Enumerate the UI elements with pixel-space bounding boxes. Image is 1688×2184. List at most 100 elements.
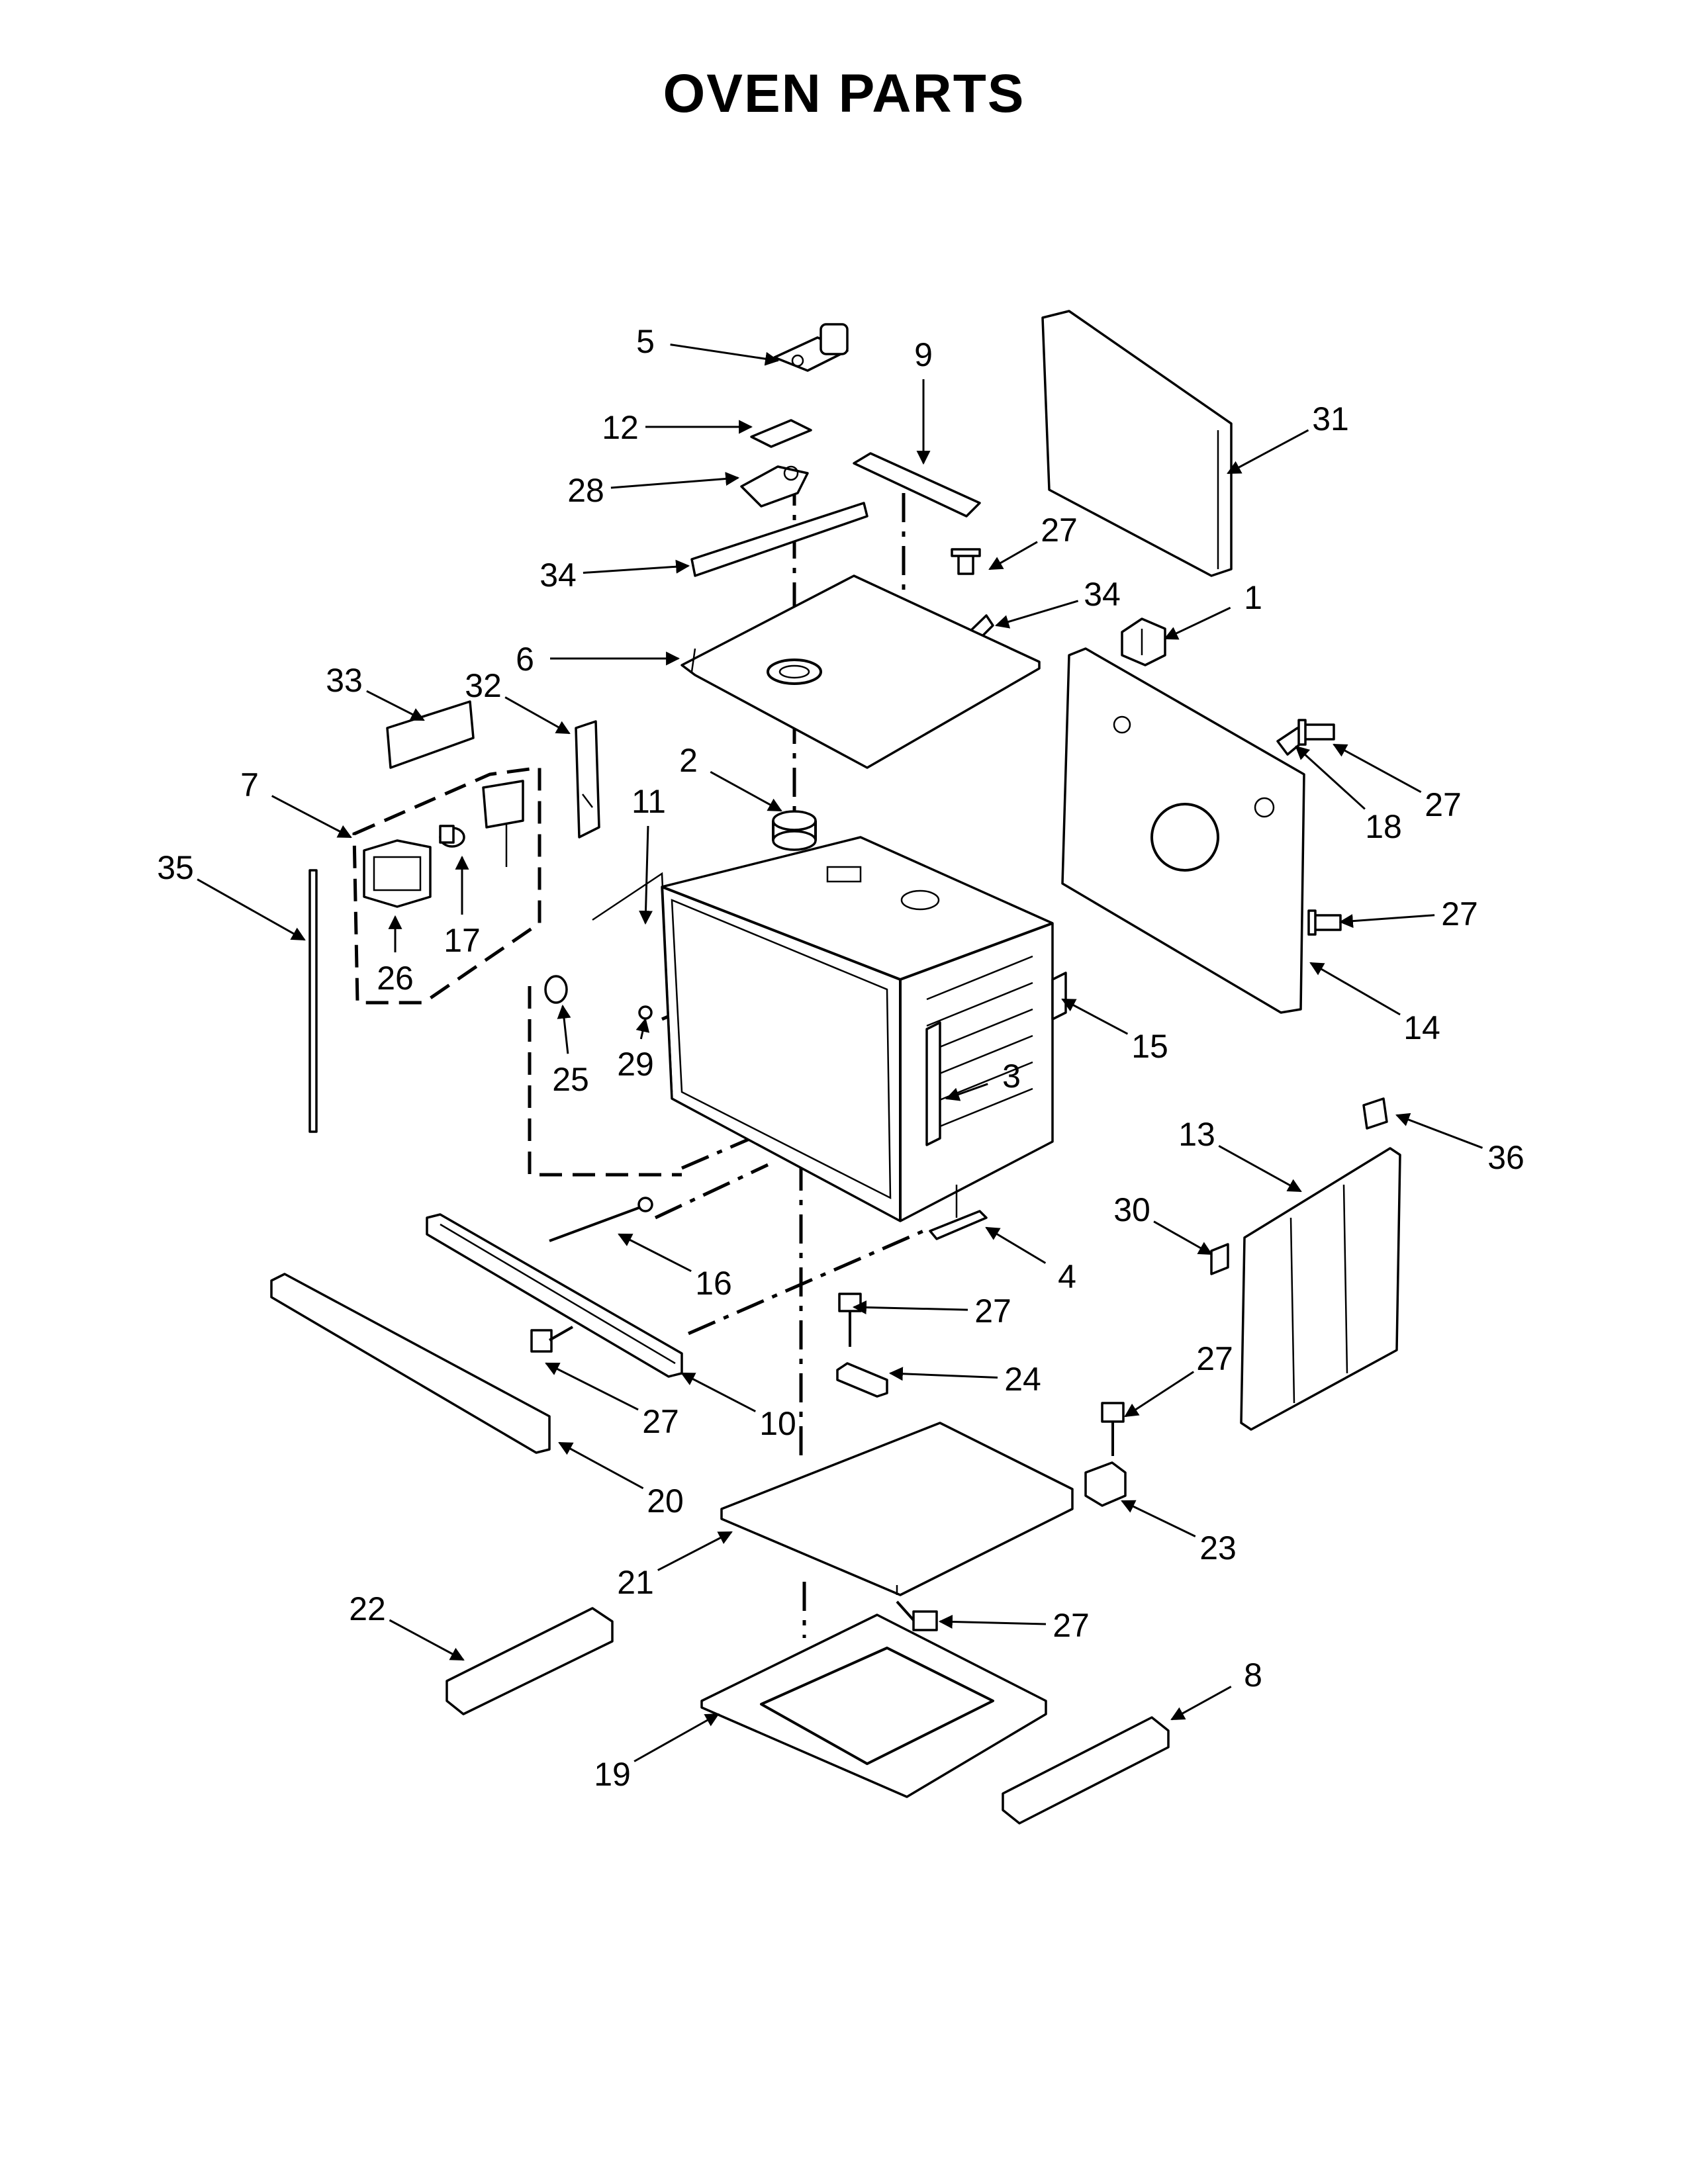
callout-4: 4 [985, 1226, 1076, 1295]
callout-27: 27 [1333, 743, 1462, 823]
leader-line [1309, 962, 1401, 1016]
callout-number: 11 [632, 783, 666, 820]
leader-line [610, 472, 740, 489]
callout-27: 27 [545, 1362, 679, 1440]
callout-11: 11 [632, 783, 666, 925]
callout-27: 27 [1124, 1340, 1233, 1418]
callout-13: 13 [1178, 1116, 1302, 1193]
part-25-sensor [544, 975, 568, 1004]
callout-10: 10 [680, 1372, 796, 1442]
callout-number: 34 [539, 557, 577, 594]
callout-number: 10 [759, 1405, 796, 1442]
leader-line [1164, 606, 1231, 640]
leader-line [1338, 914, 1435, 929]
part-control-board [482, 780, 524, 867]
part-30-clip [1210, 1243, 1229, 1275]
callout-number: 7 [240, 766, 259, 803]
part-11-gasket [592, 872, 673, 1093]
callout-number: 26 [377, 960, 414, 997]
leader-line [1170, 1686, 1232, 1721]
callout-29: 29 [617, 1017, 654, 1083]
part-27-screw-bottom [896, 1600, 938, 1631]
part-5-motor [773, 323, 849, 372]
page-title: OVEN PARTS [663, 64, 1025, 124]
control-group-outline [352, 766, 541, 1005]
callout-27: 27 [1338, 895, 1478, 933]
callout-27: 27 [852, 1293, 1011, 1330]
callout-number: 18 [1365, 808, 1402, 845]
callout-23: 23 [1121, 1500, 1237, 1567]
leader-line [994, 600, 1079, 629]
callout-number: 8 [1244, 1657, 1262, 1694]
callout-number: 27 [1441, 895, 1478, 933]
leader-line [197, 878, 306, 941]
callout-28: 28 [567, 472, 740, 509]
leader-line [945, 1083, 988, 1101]
part-4-bracket [929, 1185, 988, 1240]
part-8-rail [1002, 1716, 1170, 1825]
callout-3: 3 [945, 1058, 1021, 1101]
callout-12: 12 [602, 409, 753, 446]
callout-31: 31 [1227, 400, 1349, 475]
part-28-bracket [740, 465, 809, 508]
part-36-clip [1362, 1097, 1388, 1130]
callout-number: 27 [1196, 1340, 1233, 1377]
callout-number: 16 [695, 1265, 732, 1302]
callout-20: 20 [558, 1441, 684, 1520]
part-29-screw [638, 1005, 653, 1020]
leader-line [1295, 745, 1366, 810]
callout-number: 1 [1244, 579, 1262, 616]
leader-line [938, 1614, 1047, 1629]
leader-line [710, 770, 782, 812]
callout-number: 3 [1002, 1058, 1021, 1095]
callout-5: 5 [636, 323, 780, 366]
leader-line [558, 1441, 644, 1490]
leader-line [1333, 743, 1422, 794]
callout-number: 25 [552, 1061, 589, 1098]
part-2-fan [772, 810, 817, 851]
callout-number: 21 [617, 1564, 654, 1601]
leader-line [618, 1233, 692, 1273]
part-24-bracket [836, 1362, 888, 1398]
callout-number: 27 [1425, 786, 1462, 823]
part-31-side-panel [1041, 310, 1233, 577]
callout-number: 32 [465, 667, 502, 704]
part-22-rail [445, 1607, 614, 1715]
part-23-bracket [1084, 1461, 1127, 1507]
callout-22: 22 [349, 1590, 465, 1661]
part-13-rear-cover [1240, 1147, 1401, 1431]
callout-number: 2 [679, 742, 698, 779]
leader-line [545, 1362, 639, 1411]
callout-17: 17 [444, 855, 481, 959]
leader-line [635, 1017, 650, 1040]
part-27-screw-right-upper [1297, 719, 1335, 746]
part-27-screw-center [838, 1293, 862, 1347]
callout-33: 33 [326, 662, 425, 721]
leader-line [1227, 429, 1309, 475]
oven-cavity [661, 836, 1054, 1222]
callout-36: 36 [1395, 1113, 1524, 1176]
part-33-panel [386, 700, 475, 769]
callout-number: 31 [1312, 400, 1349, 437]
callout-number: 23 [1199, 1529, 1237, 1567]
part-15-latch [1051, 972, 1067, 1021]
leader-line [389, 1619, 465, 1661]
callout-number: 5 [636, 323, 655, 360]
leader-line [583, 559, 690, 574]
callout-number: 34 [1084, 576, 1121, 613]
callout-number: 19 [594, 1756, 631, 1793]
callout-27: 27 [988, 512, 1078, 570]
callout-number: 17 [444, 922, 481, 959]
leader-line [1153, 1220, 1213, 1255]
callout-16: 16 [618, 1233, 732, 1302]
callout-6: 6 [516, 641, 680, 678]
callout-26: 26 [377, 915, 414, 997]
leader-line [670, 343, 780, 366]
callout-14: 14 [1309, 962, 1440, 1046]
callout-24: 24 [888, 1361, 1041, 1398]
callout-number: 9 [914, 336, 933, 373]
part-26-display [363, 839, 432, 908]
leader-line [988, 541, 1038, 570]
callout-number: 14 [1403, 1009, 1440, 1046]
callout-number: 29 [617, 1046, 654, 1083]
